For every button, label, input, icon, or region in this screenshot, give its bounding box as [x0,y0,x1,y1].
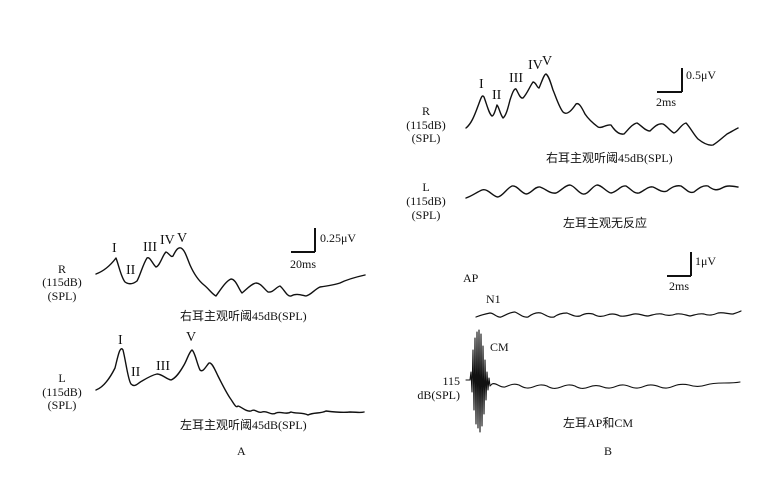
caption-b-left: 左耳主观无反应 [563,216,648,230]
wave-label-a-right-3: III [143,240,157,255]
trace-a-right [95,247,366,297]
ear-label-b-left-unit: (SPL) [411,208,441,222]
ear-label-a-left-level: (115dB) [42,385,82,399]
scale-a-amplitude: 0.25μV [320,231,357,245]
wave-label-a-right-2: II [126,263,136,278]
ear-label-b-right-level: (115dB) [406,118,446,132]
trace-b-right [465,73,739,146]
wave-label-b-right-4: IV [528,58,543,73]
scale-b-top-amplitude: 0.5μV [686,68,717,82]
scale-b-bottom-amplitude: 1μV [695,254,717,268]
wave-label-a-right-1: I [112,241,117,256]
trace-b-left [465,184,739,199]
wave-label-a-right-4: IV [160,233,175,248]
n1-label: N1 [486,292,501,306]
scale-bar-b-top-vertical [681,68,683,92]
caption-a-right: 右耳主观听阈45dB(SPL) [180,309,307,323]
scale-a-time: 20ms [290,257,317,271]
ear-label-a-right-side: R [57,262,66,276]
wave-label-a-right-5: V [177,231,188,246]
stim-level: 115 [442,374,460,388]
ear-label-b-left-level: (115dB) [406,194,446,208]
scale-bar-b-bottom-horizontal [667,275,691,277]
wave-label-b-right-2: II [492,88,502,103]
trace-b-ap [475,310,742,318]
ear-label-b-left-side: L [422,180,430,194]
wave-label-a-left-1: I [118,333,123,348]
wave-label-a-left-2: II [131,365,141,380]
cm-label: CM [490,340,509,354]
panel-label-b: B [604,444,613,458]
scale-bar-a-horizontal [291,251,315,253]
ear-label-b-right-unit: (SPL) [411,131,441,145]
scale-bar-b-bottom-vertical [690,252,692,276]
scale-bar-b-top-horizontal [657,91,682,93]
caption-a-left: 左耳主观听阈45dB(SPL) [180,418,307,432]
wave-label-b-right-3: III [509,71,523,86]
caption-b-cm: 左耳AP和CM [563,416,634,430]
scale-bar-a-vertical [314,228,316,252]
scale-b-bottom-time: 2ms [669,279,690,293]
trace-a-left [95,348,365,416]
stim-unit: dB(SPL) [417,388,460,402]
wave-label-a-left-5: V [186,330,197,345]
ap-label: AP [463,271,479,285]
caption-b-right: 右耳主观听阈45dB(SPL) [546,151,673,165]
trace-b-cm [465,329,741,433]
scale-b-top-time: 2ms [656,95,677,109]
wave-label-b-right-1: I [479,77,484,92]
wave-label-a-left-3: III [156,359,170,374]
panel-label-a: A [237,444,246,458]
ear-label-a-right-level: (115dB) [42,275,82,289]
ear-label-a-left-unit: (SPL) [47,398,77,412]
wave-label-b-right-5: V [542,54,553,69]
ear-label-b-right-side: R [421,104,430,118]
ear-label-a-left-side: L [58,371,66,385]
ear-label-a-right-unit: (SPL) [47,289,77,303]
